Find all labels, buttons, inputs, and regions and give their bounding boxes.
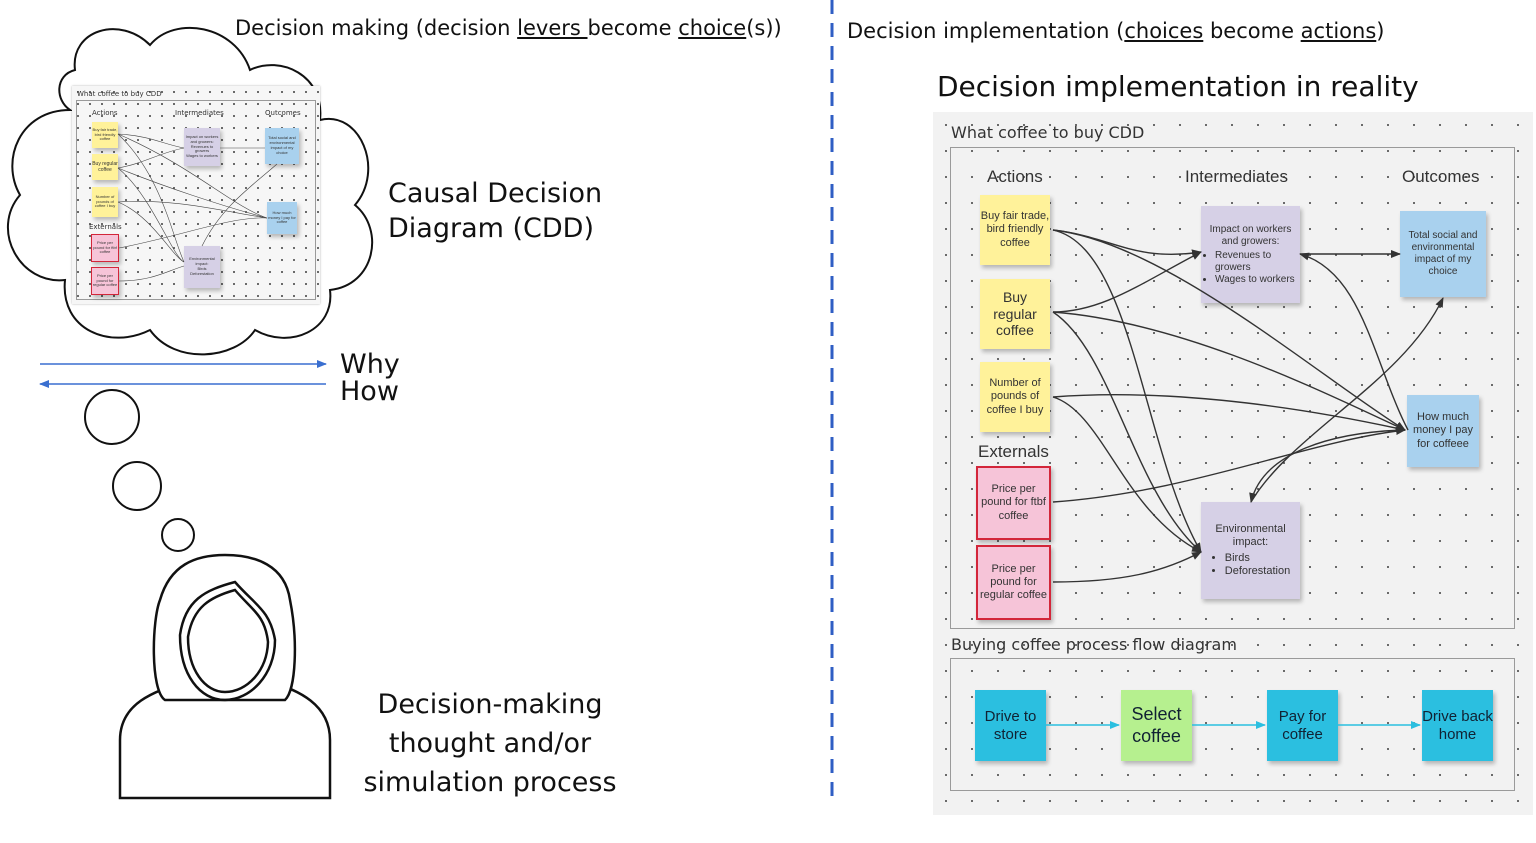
mini-cdd-frame	[76, 100, 316, 300]
flow-step-drive-to-store: Drive to store	[975, 690, 1046, 761]
thought-bubble-large	[84, 389, 140, 445]
left-header-prefix: Decision making (decision	[235, 16, 518, 40]
process-label-line: thought and/or	[388, 728, 592, 759]
flow-step-select-coffee: Select coffee	[1121, 690, 1192, 761]
mini-cdd-edges	[117, 133, 278, 282]
i1-bullet: Wages to workers	[1215, 274, 1300, 286]
mini-i2-title: Environmental impact:	[189, 256, 215, 267]
external-regular-price: Price per pound for regular coffee	[976, 545, 1051, 620]
mini-cdd-title: What coffee to buy CDD	[77, 90, 162, 98]
i1-title: Impact on workers and growers:	[1209, 223, 1292, 247]
i1-bullet: Revenues to growers	[1215, 250, 1300, 274]
why-label: Why	[340, 349, 400, 380]
action-regular-coffee: Buy regular coffee	[980, 279, 1050, 349]
flow-step-pay-for-coffee: Pay for coffee	[1267, 690, 1338, 761]
mini-outcome-impact: Total social and environmental impact of…	[265, 128, 299, 164]
flow-frame	[950, 658, 1515, 791]
how-label: How	[340, 376, 399, 407]
mini-i1-title: Impact on workers and growers:	[185, 134, 219, 144]
right-header-prefix: Decision implementation (	[847, 19, 1125, 43]
left-header-mid: become	[587, 16, 679, 40]
implementation-board: What coffee to buy CDD Actions Intermedi…	[933, 112, 1533, 815]
cdd-edges	[1052, 229, 1444, 583]
flow-frame-title: Buying coffee process flow diagram	[951, 635, 1237, 654]
col-intermediates: Intermediates	[1185, 167, 1288, 186]
outcome-total-impact: Total social and environmental impact of…	[1400, 211, 1486, 297]
action-ftbf-coffee: Buy fair trade, bird friendly coffee	[980, 195, 1050, 265]
mini-col-actions: Actions	[92, 109, 118, 117]
cdd-frame	[950, 147, 1515, 629]
mini-action-regular: Buy regular coffee	[92, 154, 118, 180]
mini-i2-item: Birds	[197, 266, 207, 271]
right-header-choices: choices	[1124, 19, 1204, 43]
cdd-label-line: Causal Decision	[388, 178, 603, 209]
cdd-frame-title: What coffee to buy CDD	[951, 123, 1145, 142]
mini-i1-item: Revenues to growers	[190, 143, 214, 154]
process-label: Decision-making thought and/or simulatio…	[340, 685, 640, 802]
mini-col-intermediates: Intermediates	[175, 109, 224, 117]
right-title: Decision implementation in reality	[937, 70, 1419, 103]
thought-bubble-medium	[112, 461, 162, 511]
i2-bullet: Birds	[1225, 552, 1290, 565]
col-actions: Actions	[987, 167, 1043, 186]
mini-intermediate-workers: Impact on workers and growers: Revenues …	[184, 128, 220, 166]
right-header-suffix: )	[1376, 19, 1385, 43]
left-header-suffix: (s))	[746, 16, 782, 40]
right-header: Decision implementation (choices become …	[847, 19, 1384, 43]
mini-i1-item: Wages to workers	[186, 153, 218, 159]
mini-col-outcomes: Outcomes	[265, 109, 301, 117]
flow-step-drive-back-home: Drive back home	[1422, 690, 1493, 761]
process-label-line: simulation process	[363, 767, 617, 798]
mini-externals-label: Externals	[89, 223, 122, 231]
person-icon	[118, 553, 332, 800]
flow-arrows	[1046, 721, 1421, 729]
left-header-choice: choice	[678, 16, 747, 40]
right-header-mid: become	[1203, 19, 1301, 43]
action-pounds-coffee: Number of pounds of coffee I buy	[980, 362, 1050, 432]
thought-bubble-small	[161, 518, 195, 552]
mini-external-ftbf-price: Price per pound for ftbf coffee	[91, 234, 119, 262]
external-ftbf-price: Price per pound for ftbf coffee	[976, 466, 1051, 540]
mini-i2-item: Deforestation	[190, 270, 214, 276]
mini-action-ftbf: Buy fair trade, bird friendly coffee	[92, 122, 118, 148]
left-header: Decision making (decision levers become …	[235, 16, 782, 40]
mini-intermediate-environment: Environmental impact: Birds Deforestatio…	[184, 246, 220, 288]
right-header-actions: actions	[1300, 19, 1377, 43]
process-label-line: Decision-making	[377, 689, 603, 720]
mini-action-pounds: Number of pounds of coffee I buy	[92, 187, 118, 217]
intermediate-workers-growers: Impact on workers and growers: Revenues …	[1201, 206, 1300, 303]
i2-title: Environmental impact:	[1215, 523, 1286, 549]
cdd-label: Causal Decision Diagram (CDD)	[388, 176, 602, 246]
i2-bullet: Deforestation	[1225, 565, 1290, 578]
mini-cdd-thumbnail: What coffee to buy CDD Actions Intermedi…	[72, 86, 320, 304]
externals-label: Externals	[978, 442, 1049, 461]
cdd-label-line: Diagram (CDD)	[388, 213, 595, 244]
outcome-money-paid: How much money I pay for coffeee	[1407, 395, 1479, 467]
mini-outcome-money: How much money I pay for coffee	[267, 202, 297, 234]
mini-external-regular-price: Price per pound for regular coffee	[91, 267, 119, 295]
col-outcomes: Outcomes	[1402, 167, 1480, 186]
intermediate-environmental-impact: Environmental impact: Birds Deforestatio…	[1201, 502, 1300, 599]
left-header-levers: levers	[517, 16, 588, 40]
